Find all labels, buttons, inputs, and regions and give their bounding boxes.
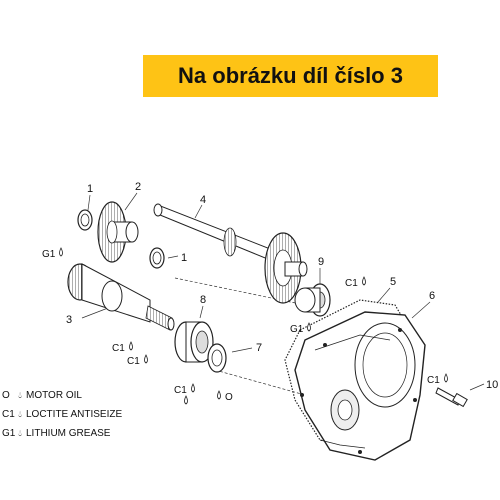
drop-icon	[184, 395, 188, 405]
drop-icon	[59, 247, 63, 257]
drop-icon: 💧︎	[18, 428, 22, 438]
part-number-2: 2	[135, 181, 141, 193]
c1-label: C1	[127, 356, 140, 367]
legend-code: C1	[2, 409, 15, 420]
part-gear-2	[97, 201, 139, 263]
c1-label: C1	[345, 278, 358, 289]
drop-icon	[144, 354, 148, 364]
part-shaft-3	[67, 263, 175, 331]
part-gasket-5	[284, 299, 411, 451]
legend-item-loctite: C1 💧︎ LOCTITE ANTISEIZE	[2, 405, 122, 424]
leader-lines	[81, 192, 485, 396]
legend-text: LITHIUM GREASE	[26, 428, 111, 439]
g1-label: G1	[42, 249, 56, 260]
part-washer-1	[77, 209, 93, 231]
legend-text: LOCTITE ANTISEIZE	[26, 409, 123, 420]
part-seal-7	[207, 343, 227, 373]
part-number-4: 4	[200, 194, 206, 206]
part-number-8: 8	[200, 294, 206, 306]
c1-label: C1	[112, 343, 125, 354]
c1-label: C1	[174, 385, 187, 396]
part-number-3: 3	[66, 314, 72, 326]
c1-label: C1	[427, 375, 440, 386]
legend-item-motor-oil: O 💧︎ MOTOR OIL	[2, 386, 122, 405]
part-number-5: 5	[390, 276, 396, 288]
g1-label: G1	[290, 324, 304, 335]
lubrication-symbols: G1 C1 G1 C1 C1 C1 O C1	[42, 247, 448, 405]
part-number-9: 9	[318, 256, 324, 268]
o-label: O	[225, 392, 233, 403]
legend-code: O	[2, 390, 10, 401]
drop-icon: 💧︎	[18, 390, 22, 400]
part-bolt-10	[435, 387, 468, 408]
legend-item-lithium-grease: G1 💧︎ LITHIUM GREASE	[2, 424, 122, 443]
drop-icon	[217, 390, 221, 400]
part-number-10: 10	[486, 379, 498, 391]
part-number-7: 7	[256, 342, 262, 354]
lubricant-legend: O 💧︎ MOTOR OIL C1 💧︎ LOCTITE ANTISEIZE G…	[2, 386, 122, 443]
drop-icon	[362, 276, 366, 286]
part-number-6: 6	[429, 290, 435, 302]
drop-icon	[129, 341, 133, 351]
drop-icon: 💧︎	[18, 409, 22, 419]
part-number-1: 1	[87, 183, 93, 195]
part-bearing-9	[294, 283, 331, 317]
part-bearing-8	[174, 321, 214, 363]
legend-text: MOTOR OIL	[26, 390, 82, 401]
drop-icon	[191, 383, 195, 393]
part-number-labels: 1 2 4 1 9 5 6 3 8 7 10	[66, 181, 498, 391]
part-number-1b: 1	[181, 252, 187, 264]
drop-icon	[444, 373, 448, 383]
legend-code: G1	[2, 428, 16, 439]
title-banner: Na obrázku díl číslo 3	[143, 55, 438, 97]
drop-icon	[307, 322, 311, 332]
part-washer-1b	[149, 247, 165, 269]
banner-text: Na obrázku díl číslo 3	[178, 63, 403, 88]
part-shaft-4	[153, 203, 308, 304]
part-cover-6	[294, 311, 426, 461]
